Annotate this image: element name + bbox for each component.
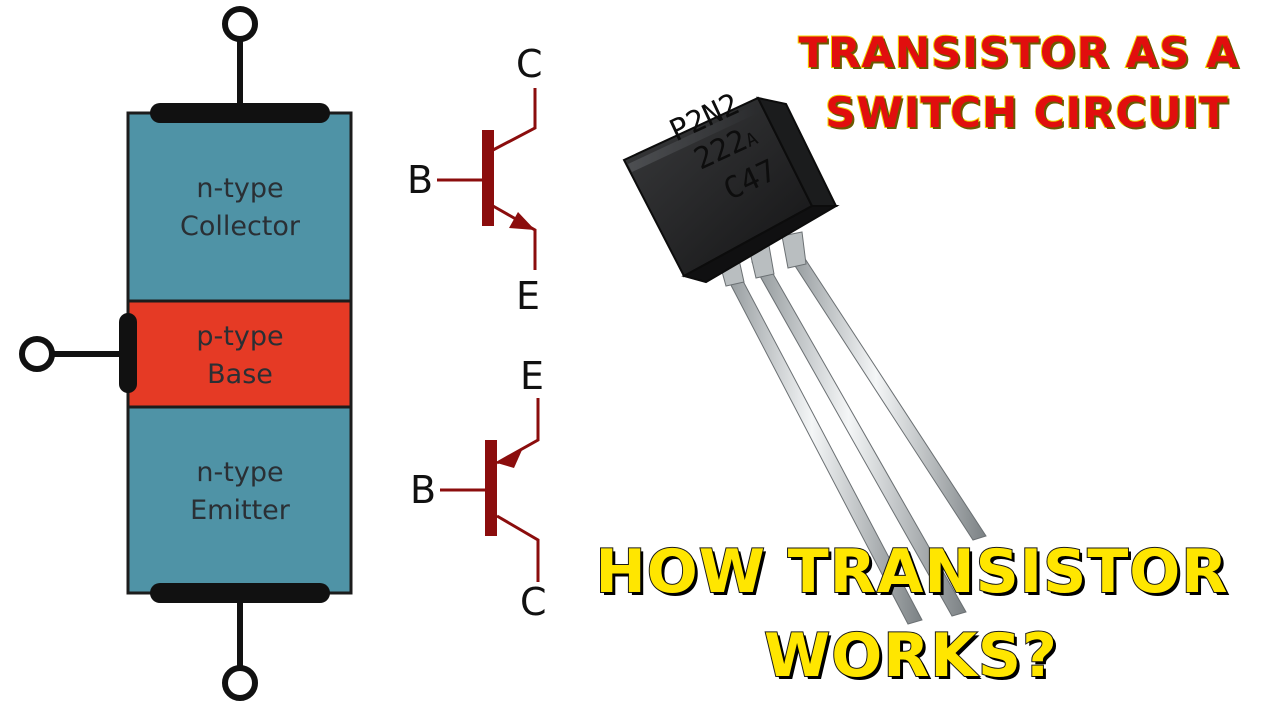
npn-collector-lead	[492, 88, 537, 152]
pnp-base-label: B	[410, 468, 437, 512]
base-region	[126, 299, 353, 409]
pnp-emitter-label: E	[520, 354, 545, 398]
pnp-emitter-lead	[496, 398, 540, 465]
base-name: Base	[207, 359, 273, 390]
npn-emitter-arrow	[509, 212, 535, 230]
question-line-1: HOW TRANSISTOR	[595, 536, 1229, 608]
emitter-terminal	[222, 665, 258, 701]
emitter-label: n-type Emitter	[128, 454, 352, 530]
npn-emitter-label: E	[516, 274, 541, 318]
collector-label: n-type Collector	[128, 170, 352, 246]
question-line-2: WORKS?	[763, 620, 1058, 692]
base-label: p-type Base	[128, 318, 352, 394]
pnp-emitter-arrow	[497, 450, 522, 468]
collector-name: Collector	[179, 211, 301, 242]
base-type: p-type	[196, 321, 284, 352]
pnp-collector-label: C	[520, 580, 547, 624]
npn-collector-label: C	[516, 42, 543, 86]
emitter-type: n-type	[196, 457, 284, 488]
emitter-name: Emitter	[190, 495, 290, 526]
emitter-region	[126, 405, 353, 595]
collector-terminal	[222, 6, 258, 42]
title-line-2: SWITCH CIRCUIT	[824, 87, 1229, 138]
title-line-1: TRANSISTOR AS A	[798, 27, 1240, 78]
collector-region	[126, 111, 353, 303]
pnp-symbol	[440, 398, 540, 582]
pnp-collector-lead	[496, 514, 540, 582]
npn-base-label: B	[407, 158, 434, 202]
npn-symbol	[437, 88, 537, 270]
base-terminal	[19, 336, 55, 372]
component-body	[622, 96, 840, 284]
collector-type: n-type	[196, 173, 284, 204]
